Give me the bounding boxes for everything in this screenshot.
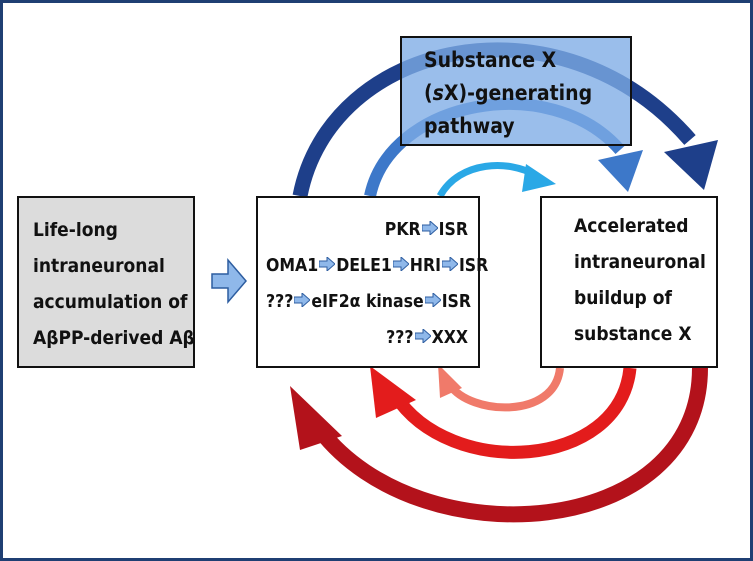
pathway-row-2: OMA1 DELE1 HRI ISR (266, 248, 488, 284)
top-box-line-1: Substance X (424, 48, 557, 72)
middle-blue-arrowhead (598, 150, 643, 192)
right-arrow-icon (319, 257, 336, 271)
top-box-line-2-suffix: X)-generating (443, 81, 593, 105)
left-box-line-4: AβPP-derived Aβ (33, 327, 195, 349)
pathway-node: ??? (266, 292, 294, 312)
right-arrow-icon (294, 293, 311, 307)
small-salmon-arrowhead (438, 364, 462, 398)
top-box-line-2-prefix: ( (424, 81, 433, 105)
pathway-node: HRI (409, 256, 441, 276)
outer-darkred-arrowhead (290, 386, 342, 450)
sx-generating-pathway-box: Substance X (sX)-generating pathway (400, 36, 632, 146)
right-arrow-icon (421, 221, 438, 235)
right-box-line-4: substance X (574, 323, 692, 345)
right-arrow-icon (414, 329, 431, 343)
small-cyan-arc (436, 162, 537, 198)
left-box-line-3: accumulation of (33, 291, 188, 313)
pathway-row-3: ??? eIF2α kinase ISR (266, 284, 472, 320)
right-box-line-3: buildup of (574, 287, 672, 309)
outer-navy-arrowhead (664, 140, 718, 190)
pathway-node: eIF2α kinase (311, 292, 424, 312)
pathway-node: DELE1 (336, 256, 392, 276)
right-box-line-2: intraneuronal (574, 251, 706, 273)
outer-darkred-arc (313, 367, 708, 523)
middle-red-arc (389, 367, 637, 459)
top-box-line-2: (sX)-generating (424, 77, 620, 110)
left-box-line-1: Life-long (33, 219, 118, 241)
middle-red-arrowhead (370, 366, 416, 418)
pathway-row-4: ??? XXX (266, 320, 468, 356)
top-box-line-3: pathway (424, 114, 515, 138)
pathway-node: ISR (441, 292, 472, 312)
pathway-node: ISR (458, 256, 489, 276)
accelerated-buildup-box: Accelerated intraneuronal buildup of sub… (540, 196, 718, 368)
input-arrow (211, 257, 247, 305)
pathway-node: XXX (431, 328, 468, 348)
right-arrow-icon (441, 257, 458, 271)
pathway-node: PKR (384, 220, 421, 240)
right-arrow-icon (424, 293, 441, 307)
top-box-line-2-italic: s (432, 81, 444, 105)
small-cyan-arrowhead (522, 164, 556, 192)
small-salmon-arc (446, 367, 564, 412)
pathway-node: ??? (386, 328, 414, 348)
right-box-line-1: Accelerated (574, 215, 689, 237)
life-long-accumulation-box: Life-long intraneuronal accumulation of … (17, 196, 195, 368)
pathway-node: ISR (438, 220, 468, 240)
pathway-row-1: PKR ISR (266, 212, 468, 248)
pathway-node: OMA1 (266, 256, 319, 276)
right-arrow-icon (392, 257, 409, 271)
left-box-line-2: intraneuronal (33, 255, 165, 277)
